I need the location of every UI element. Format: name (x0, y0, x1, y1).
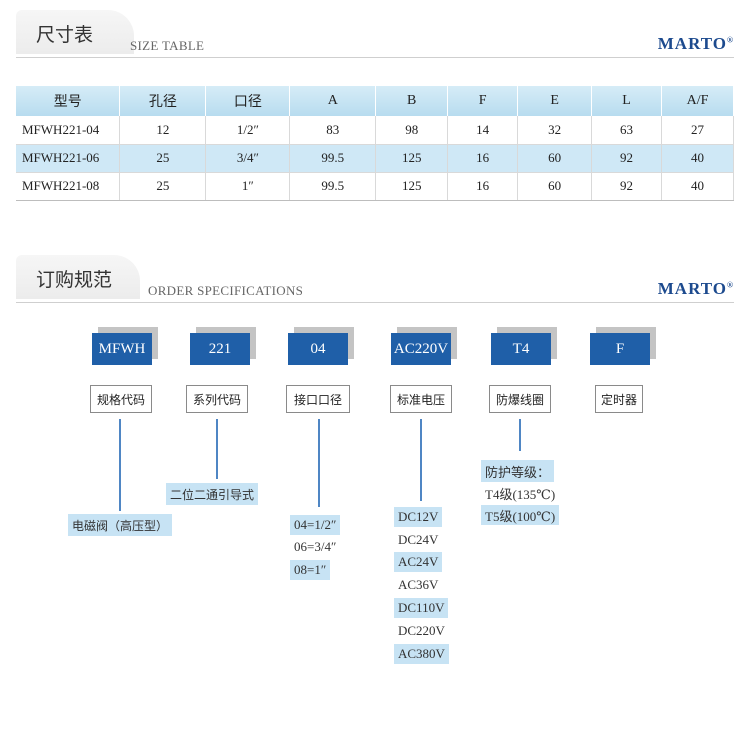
table-cell: 25 (119, 144, 207, 173)
size-table: 型号 孔径 口径 A B F E L A/F MFWH221-04 12 1/2… (16, 86, 734, 201)
table-cell: 98 (375, 116, 449, 145)
label-port-size: 接口口径 (286, 385, 350, 413)
voltage-option: DC24V (398, 532, 439, 547)
table-cell: 60 (517, 172, 593, 201)
order-spec-header: 订购规范 ORDER SPECIFICATIONS MARTO® (16, 255, 734, 303)
connector-line (216, 419, 218, 479)
table-cell: 125 (375, 172, 449, 201)
explosion-option: T5级(100℃) (481, 505, 560, 525)
table-cell: 60 (517, 144, 593, 173)
divider (16, 57, 734, 58)
column-header: A/F (661, 86, 734, 116)
column-header: 口径 (205, 86, 291, 116)
column-header: F (447, 86, 519, 116)
column-header: A (289, 86, 377, 116)
brand-logo: MARTO® (657, 34, 734, 53)
table-cell: 40 (661, 144, 734, 173)
table-cell: 92 (591, 172, 662, 201)
voltage-option: DC12V (394, 507, 443, 527)
table-row: MFWH221-08 25 1″ 99.5 125 16 60 92 40 (16, 172, 734, 201)
column-header: 孔径 (119, 86, 207, 116)
table-cell: 125 (375, 144, 449, 173)
port-option: 04=1/2″ (290, 515, 341, 535)
table-cell: 12 (119, 116, 207, 145)
table-cell: 16 (447, 144, 519, 173)
label-voltage: 标准电压 (390, 385, 452, 413)
table-cell: 25 (119, 172, 207, 201)
table-cell: 92 (591, 144, 662, 173)
brand-logo: MARTO® (657, 279, 734, 298)
code-port: 04 (288, 333, 348, 365)
code-series: 221 (190, 333, 250, 365)
table-cell: 27 (661, 116, 734, 145)
size-table-tab: 尺寸表 (16, 10, 134, 54)
code-voltage: AC220V (391, 333, 451, 365)
label-timer: 定时器 (595, 385, 643, 413)
voltage-option: AC380V (394, 644, 449, 664)
size-table-title-cn: 尺寸表 (36, 24, 94, 46)
table-header-row: 型号 孔径 口径 A B F E L A/F (16, 86, 734, 116)
table-cell: 83 (289, 116, 377, 145)
voltage-option: AC24V (394, 552, 443, 572)
table-cell: 1″ (205, 172, 291, 201)
series-note: 二位二通引导式 (166, 483, 259, 505)
table-cell: 3/4″ (205, 144, 291, 173)
port-option: 06=3/4″ (294, 539, 337, 554)
column-header: L (591, 86, 662, 116)
voltage-option: DC110V (394, 598, 449, 618)
label-explosion-coil: 防爆线圈 (489, 385, 551, 413)
spec-note: 电磁阀（高压型） (68, 514, 173, 536)
size-table-header: 尺寸表 SIZE TABLE MARTO® (16, 10, 734, 58)
order-spec-title-en: ORDER SPECIFICATIONS (148, 283, 304, 298)
label-spec-code: 规格代码 (90, 385, 152, 413)
code-timer: F (590, 333, 650, 365)
table-row: MFWH221-06 25 3/4″ 99.5 125 16 60 92 40 (16, 144, 734, 173)
table-cell: 16 (447, 172, 519, 201)
table-row: MFWH221-04 12 1/2″ 83 98 14 32 63 27 (16, 116, 734, 145)
explosion-grade-title: 防护等级： (481, 460, 555, 482)
table-cell: 99.5 (289, 172, 377, 201)
table-cell: MFWH221-04 (16, 116, 121, 145)
table-cell: 99.5 (289, 144, 377, 173)
explosion-option: T4级(135℃) (485, 486, 556, 502)
connector-line (318, 419, 320, 507)
size-table-title-en: SIZE TABLE (130, 38, 205, 53)
divider (16, 302, 734, 303)
code-explosion: T4 (491, 333, 551, 365)
connector-line (420, 419, 422, 501)
column-header: 型号 (16, 86, 121, 116)
port-option: 08=1″ (290, 560, 331, 580)
connector-line (119, 419, 121, 511)
voltage-option: DC220V (398, 623, 445, 638)
table-cell: MFWH221-08 (16, 172, 121, 201)
column-header: B (375, 86, 449, 116)
table-cell: 32 (517, 116, 593, 145)
order-spec-tab: 订购规范 (16, 255, 140, 299)
order-spec-title-cn: 订购规范 (36, 269, 113, 291)
connector-line (519, 419, 521, 451)
code-spec: MFWH (92, 333, 152, 365)
label-series-code: 系列代码 (186, 385, 248, 413)
table-cell: MFWH221-06 (16, 144, 121, 173)
table-cell: 40 (661, 172, 734, 201)
table-cell: 14 (447, 116, 519, 145)
table-cell: 63 (591, 116, 662, 145)
table-cell: 1/2″ (205, 116, 291, 145)
voltage-option: AC36V (398, 577, 439, 592)
column-header: E (517, 86, 593, 116)
